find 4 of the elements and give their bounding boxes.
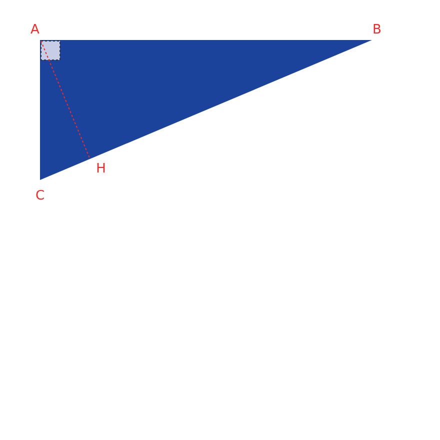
vertex-label: H xyxy=(96,162,106,176)
vertex-label: A xyxy=(30,22,40,38)
vertex-label: B xyxy=(372,22,382,38)
vertex-label: C xyxy=(35,188,45,204)
